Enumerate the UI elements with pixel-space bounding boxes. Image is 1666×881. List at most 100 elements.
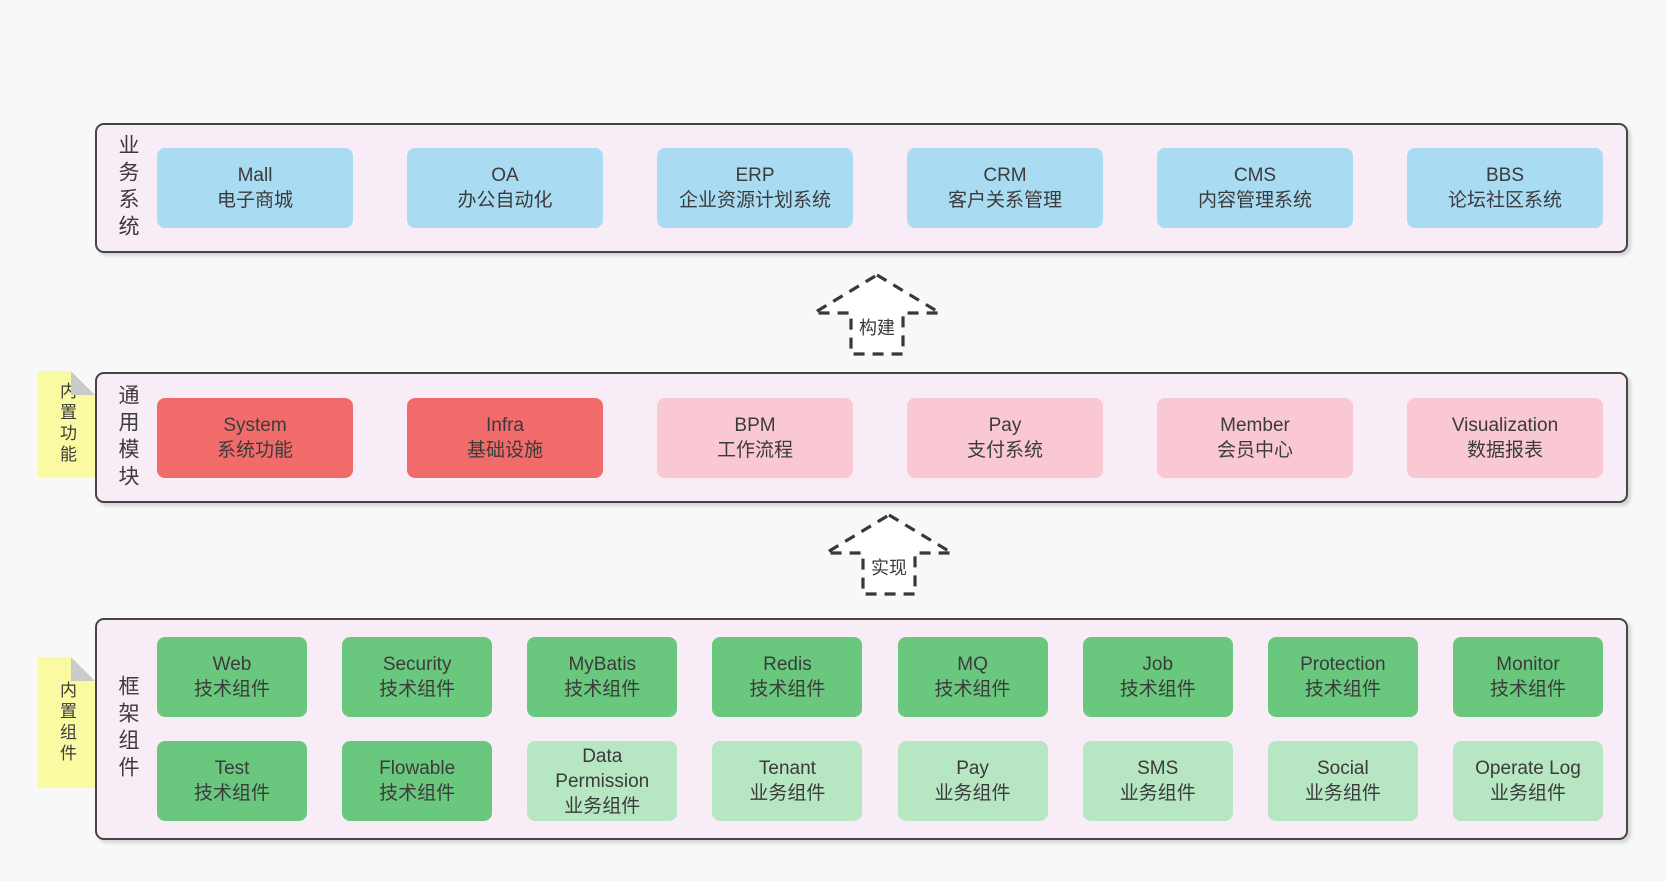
node-tenant: Tenant 业务组件: [712, 741, 863, 821]
node-title: Pay: [988, 414, 1022, 436]
node-title: Flowable: [379, 758, 456, 779]
business-systems-row: Mall 电子商城 OA 办公自动化 ERP 企业资源计划系统 CRM 客户关系管理 CMS 内容…: [157, 148, 1603, 228]
node-subtitle: 系统功能: [216, 439, 293, 461]
business-systems-row-area: Mall 电子商城 OA 办公自动化 ERP 企业资源计划系统 CRM 客户关系管理 CMS 内容…: [157, 125, 1626, 251]
node-subtitle: 业务组件: [749, 783, 826, 804]
node-title: BPM: [734, 414, 776, 436]
node-subtitle: 业务组件: [1119, 783, 1196, 804]
node-visualization: Visualization 数据报表: [1407, 397, 1603, 478]
node-protection: Protection 技术组件: [1267, 637, 1418, 717]
side-label-framework-components: 框架组件: [97, 620, 157, 838]
node-title: ERP: [735, 165, 775, 186]
panel-business-systems: 业务系统 Mall 电子商城 OA 办公自动化 ERP 企业资源计划系统 CRM 客户关系管理…: [95, 123, 1628, 253]
node-test: Test 技术组件: [157, 741, 307, 821]
node-cms: CMS 内容管理系统: [1157, 148, 1353, 228]
node-title: CMS: [1233, 165, 1277, 186]
node-subtitle: 业务组件: [564, 795, 641, 817]
sticky-note-builtin-features: 内置功能: [38, 371, 95, 477]
node-title: Infra: [485, 414, 525, 436]
node-subtitle: 工作流程: [716, 439, 793, 461]
arrow-build-label: 构建: [859, 318, 895, 338]
node-title: Monitor: [1496, 654, 1560, 675]
node-title: CRM: [983, 165, 1027, 186]
node-oa: OA 办公自动化: [407, 148, 603, 228]
node-monitor: Monitor 技术组件: [1452, 637, 1603, 717]
node-subtitle: 企业资源计划系统: [678, 190, 831, 211]
sticky-note-text: 内置组件: [57, 680, 76, 765]
node-subtitle: 内容管理系统: [1197, 190, 1312, 211]
node-sms: SMS 业务组件: [1082, 741, 1233, 821]
block-arrow-up-icon: [820, 513, 958, 596]
node-subtitle: 客户关系管理: [947, 190, 1062, 211]
node-title: Member: [1220, 414, 1290, 436]
node-title: OA: [491, 165, 519, 186]
node-subtitle: 技术组件: [1489, 679, 1566, 700]
node-subtitle: 业务组件: [934, 783, 1011, 804]
node-subtitle: 技术组件: [1304, 679, 1381, 700]
arrow-implement: 实现: [820, 513, 958, 596]
node-bpm: BPM 工作流程: [657, 397, 853, 478]
node-title: SMS: [1137, 758, 1179, 779]
node-subtitle: 技术组件: [1119, 679, 1196, 700]
node-title: Redis: [763, 654, 812, 675]
sticky-note-text: 内置功能: [57, 382, 76, 466]
node-subtitle: 支付系统: [966, 439, 1043, 461]
node-subtitle: 技术组件: [379, 783, 456, 804]
node-web: Web 技术组件: [157, 637, 307, 717]
node-subtitle: 业务组件: [1304, 783, 1381, 804]
side-label-common-modules: 通用模块: [97, 374, 157, 501]
arrow-implement-label: 实现: [871, 558, 907, 578]
node-title: Visualization: [1451, 414, 1559, 436]
node-subtitle: 业务组件: [1489, 783, 1566, 804]
node-flowable: Flowable 技术组件: [342, 741, 493, 821]
side-label-text: 通用模块: [116, 383, 139, 492]
node-subtitle: 电子商城: [216, 190, 293, 211]
node-subtitle: 数据报表: [1466, 439, 1543, 461]
node-subtitle: 技术组件: [193, 783, 270, 804]
node-system: System 系统功能: [157, 397, 353, 478]
node-pay: Pay 支付系统: [907, 397, 1103, 478]
node-erp: ERP 企业资源计划系统: [657, 148, 853, 228]
block-arrow-up-icon: [808, 273, 946, 356]
node-security: Security 技术组件: [342, 637, 493, 717]
node-mybatis: MyBatis 技术组件: [527, 637, 678, 717]
node-mall: Mall 电子商城: [157, 148, 353, 228]
node-subtitle: 技术组件: [564, 679, 641, 700]
side-label-business-systems: 业务系统: [97, 125, 157, 251]
arrow-build: 构建: [808, 273, 946, 356]
node-subtitle: 技术组件: [379, 679, 456, 700]
panel-framework-components: 框架组件 Web 技术组件 Security 技术组件 MyBatis 技术组件 Redis…: [95, 618, 1628, 840]
node-title: Security: [382, 654, 452, 675]
node-title: Social: [1316, 758, 1369, 779]
node-title: MyBatis: [568, 654, 637, 675]
node-title: BBS: [1485, 165, 1525, 186]
node-subtitle: 技术组件: [193, 679, 270, 700]
node-title: System: [223, 414, 287, 436]
node-title: Mall: [237, 165, 273, 186]
node-title: Tenant: [758, 758, 816, 779]
node-social: Social 业务组件: [1267, 741, 1418, 821]
node-subtitle: 技术组件: [749, 679, 826, 700]
node-title: Protection: [1300, 654, 1386, 675]
node-title: Web: [212, 654, 252, 675]
node-title: MQ: [957, 654, 988, 675]
node-title: Test: [214, 758, 250, 779]
node-crm: CRM 客户关系管理: [907, 148, 1103, 228]
panel-common-modules: 通用模块 System 系统功能 Infra 基础设施 BPM 工作流程 Pay 支付系统 Me…: [95, 372, 1628, 503]
node-subtitle: 基础设施: [466, 439, 543, 461]
side-label-text: 框架组件: [116, 675, 139, 783]
node-subtitle: 办公自动化: [457, 190, 553, 211]
